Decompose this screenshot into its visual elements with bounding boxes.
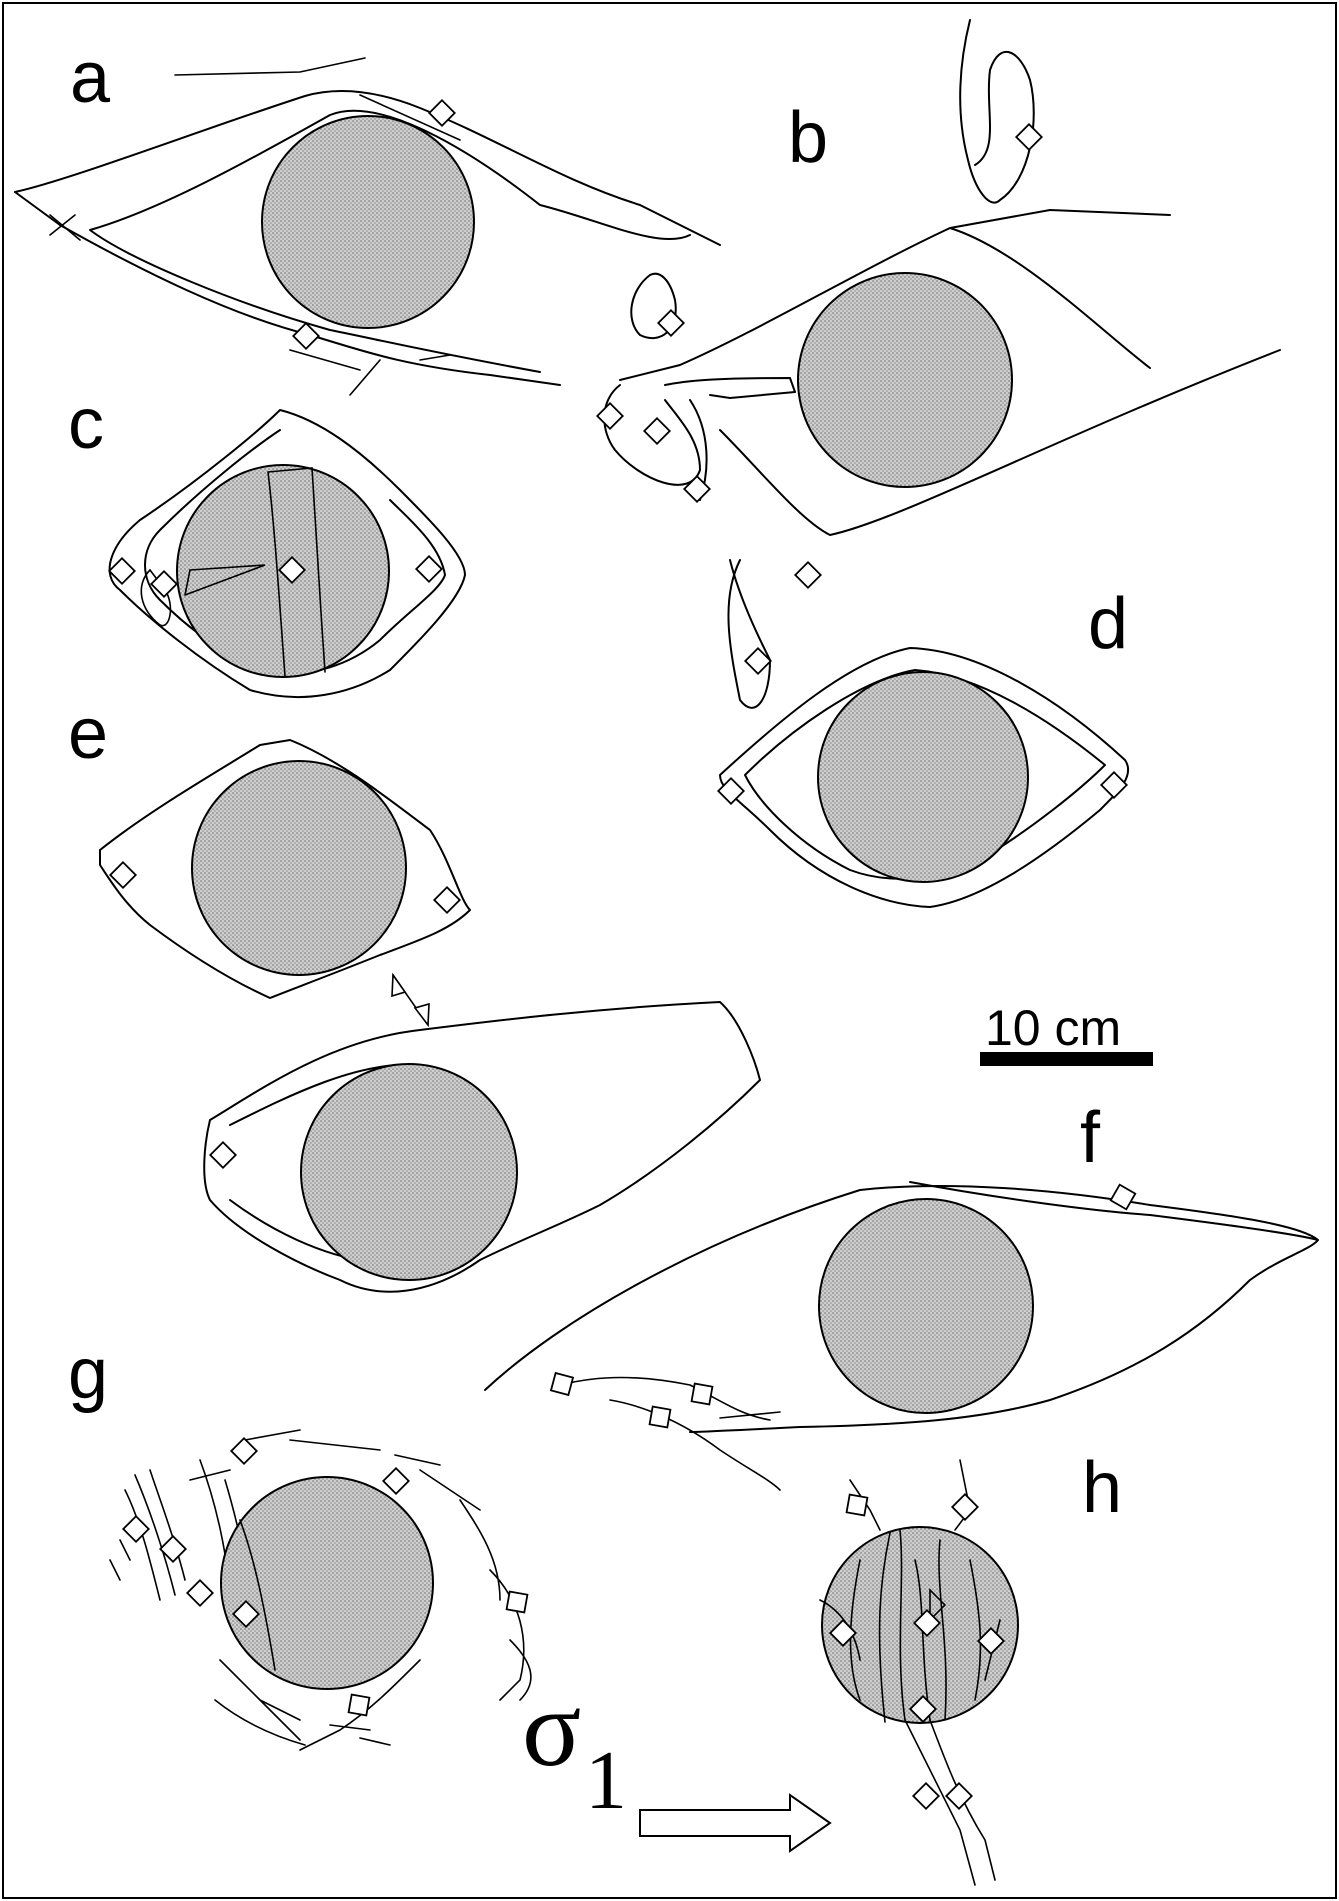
panel-c: c <box>68 384 465 697</box>
panel-label-b: b <box>788 98 828 178</box>
stress-indicator: σ 1 <box>522 1667 830 1851</box>
marker-h-8 <box>946 1783 971 1808</box>
marker-h-7 <box>913 1783 938 1808</box>
correlation-arrow-e <box>392 975 429 1025</box>
marker-c-1 <box>109 558 134 583</box>
marker-f-1 <box>1111 1185 1136 1210</box>
panel-label-h: h <box>1082 1448 1122 1528</box>
clast-e-top <box>192 761 406 975</box>
clast-a <box>262 116 474 328</box>
stress-arrow <box>640 1795 830 1851</box>
scale-bar-label: 10 cm <box>985 1000 1121 1056</box>
clast-d <box>818 672 1028 882</box>
panel-a: a <box>15 38 720 395</box>
panel-h: h <box>820 1448 1122 1885</box>
marker-f-4 <box>650 1407 671 1428</box>
marker-g-1 <box>231 1438 256 1463</box>
clast-e-bottom <box>301 1064 517 1280</box>
panel-g: g <box>68 1334 531 1750</box>
panel-f: f <box>485 1098 1318 1490</box>
sigma-subscript: 1 <box>585 1734 627 1827</box>
marker-b-2 <box>658 310 683 335</box>
marker-e-2 <box>434 887 459 912</box>
marker-g-7 <box>507 1592 528 1613</box>
marker-b-1 <box>1016 124 1041 149</box>
panel-label-e: e <box>68 694 108 774</box>
panel-label-d: d <box>1088 584 1128 664</box>
panel-label-c: c <box>68 384 104 464</box>
sigma-symbol: σ <box>522 1667 581 1789</box>
marker-b-4 <box>644 418 669 443</box>
panel-d: d <box>718 584 1128 907</box>
marker-g-2 <box>383 1468 408 1493</box>
marker-e-1 <box>110 862 135 887</box>
panel-b: b <box>597 20 1280 708</box>
marker-d-2 <box>1101 772 1126 797</box>
marker-f-3 <box>692 1384 713 1405</box>
marker-h-2 <box>952 1494 977 1519</box>
clast-f <box>819 1199 1033 1413</box>
clast-b <box>798 273 1012 487</box>
marker-g-8 <box>349 1695 370 1716</box>
clast-g <box>221 1477 433 1689</box>
marker-b-6 <box>795 562 820 587</box>
panel-e: e <box>68 694 760 1292</box>
panel-label-a: a <box>70 38 111 118</box>
scale-bar: 10 cm <box>980 1000 1153 1066</box>
marker-b-3 <box>597 403 622 428</box>
marker-e-3 <box>210 1142 235 1167</box>
marker-g-5 <box>187 1580 212 1605</box>
marker-f-2 <box>551 1373 573 1395</box>
scale-bar-line <box>980 1052 1153 1066</box>
marker-g-3 <box>123 1516 148 1541</box>
panel-label-g: g <box>68 1334 108 1414</box>
marker-h-1 <box>847 1495 868 1516</box>
marker-a-2 <box>293 323 318 348</box>
panel-label-f: f <box>1080 1098 1101 1178</box>
fracture-lines-f <box>560 1378 780 1491</box>
flap-top-b <box>960 20 1034 203</box>
marker-c-4 <box>416 556 441 581</box>
